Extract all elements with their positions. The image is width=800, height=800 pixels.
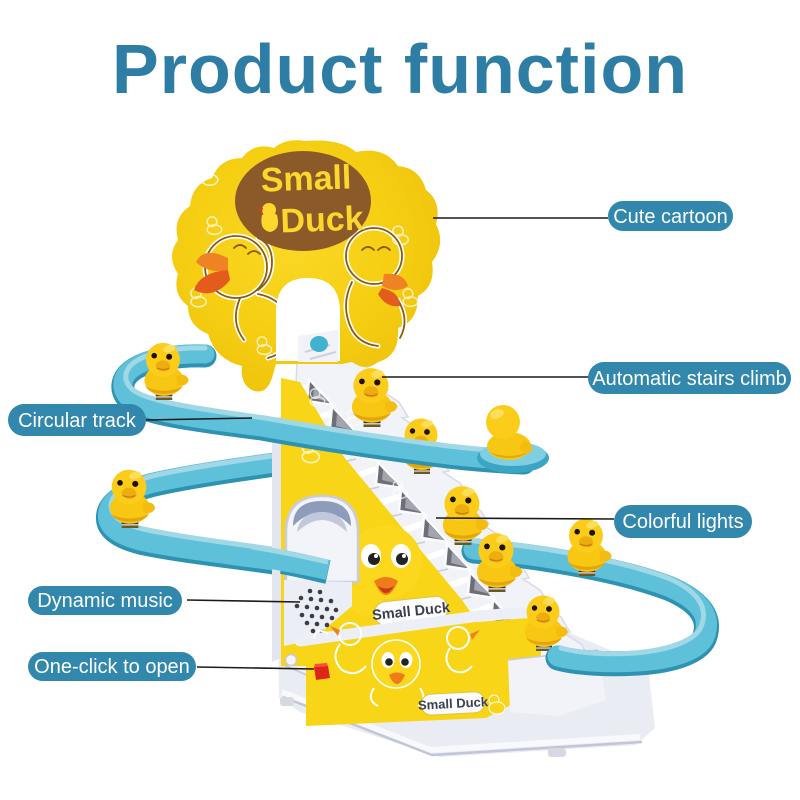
- svg-text:Duck: Duck: [280, 200, 365, 241]
- svg-text:Circular track: Circular track: [18, 410, 137, 432]
- svg-text:Cute cartoon: Cute cartoon: [613, 206, 728, 228]
- svg-text:Small Duck: Small Duck: [418, 694, 490, 713]
- svg-text:One-click to open: One-click to open: [34, 656, 190, 678]
- svg-text:Dynamic music: Dynamic music: [37, 590, 173, 612]
- svg-text:Colorful lights: Colorful lights: [622, 511, 743, 533]
- svg-text:Automatic stairs climb: Automatic stairs climb: [592, 368, 787, 390]
- svg-text:Product function: Product function: [112, 30, 688, 108]
- svg-text:Small: Small: [260, 158, 352, 199]
